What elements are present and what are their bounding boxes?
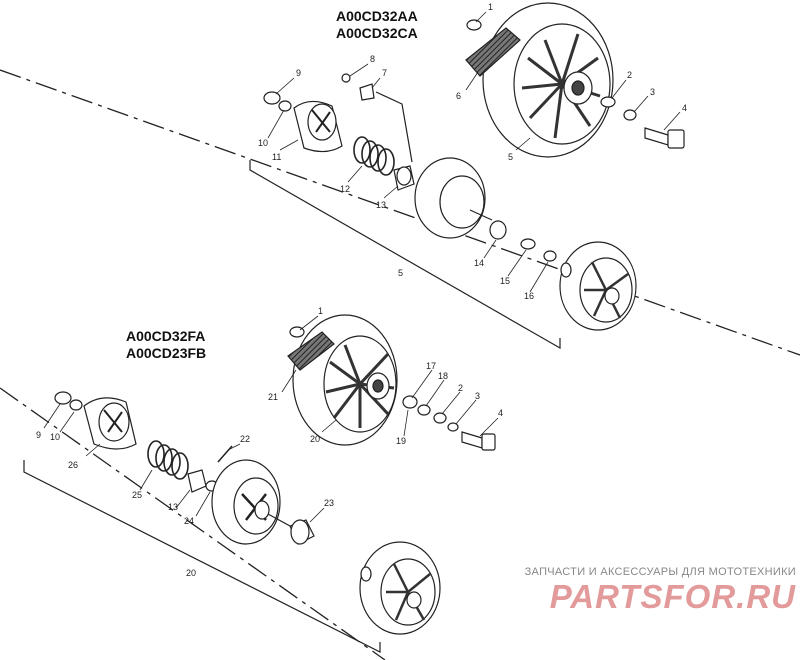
callout-top-assembly-5: 5 bbox=[398, 268, 403, 278]
callout-top-11: 11 bbox=[272, 152, 281, 162]
center-line-top bbox=[0, 69, 800, 356]
model-code-a00cd23fb: A00CD23FB bbox=[126, 345, 207, 361]
callout-top-13: 13 bbox=[376, 200, 386, 210]
callout-bottom-3: 3 bbox=[475, 391, 480, 401]
leader-lines bbox=[43, 11, 681, 523]
model-label-bottom: A00CD32FA A00CD23FB bbox=[126, 328, 206, 362]
callout-bottom-2: 2 bbox=[458, 383, 463, 393]
model-code-a00cd32fa: A00CD32FA bbox=[126, 328, 206, 344]
callout-bottom-24: 24 bbox=[184, 516, 194, 526]
callout-top-12: 12 bbox=[340, 184, 350, 194]
callouts-top: 1 2 3 4 5 6 7 8 9 10 11 12 13 14 15 16 5 bbox=[258, 2, 687, 301]
watermark-logo: PARTSFOR.RU bbox=[549, 578, 796, 615]
callout-top-15: 15 bbox=[500, 276, 510, 286]
callout-top-6: 6 bbox=[456, 91, 461, 101]
callout-top-8: 8 bbox=[370, 54, 375, 64]
callout-bottom-assembly-20: 20 bbox=[186, 568, 196, 578]
callout-bottom-18: 18 bbox=[438, 371, 448, 381]
top-assembly bbox=[249, 2, 685, 350]
callout-top-10: 10 bbox=[258, 138, 268, 148]
model-code-a00cd32aa: A00CD32AA bbox=[336, 8, 418, 24]
callout-top-9: 9 bbox=[296, 68, 301, 78]
model-label-top: A00CD32AA A00CD32CA bbox=[336, 8, 418, 42]
callout-top-3: 3 bbox=[650, 87, 655, 97]
callouts-bottom: 1 17 18 2 3 4 19 20 21 9 10 26 25 13 24 … bbox=[36, 306, 503, 578]
callout-bottom-23: 23 bbox=[324, 498, 334, 508]
callout-bottom-17: 17 bbox=[426, 361, 436, 371]
callout-bottom-21: 21 bbox=[268, 392, 278, 402]
callout-bottom-1: 1 bbox=[318, 306, 323, 316]
callout-bottom-25: 25 bbox=[132, 490, 142, 500]
callout-bottom-20: 20 bbox=[310, 434, 320, 444]
callout-bottom-22: 22 bbox=[240, 434, 250, 444]
callout-top-7: 7 bbox=[382, 68, 387, 78]
callout-top-5: 5 bbox=[508, 152, 513, 162]
model-code-a00cd32ca: A00CD32CA bbox=[336, 25, 418, 41]
callout-top-16: 16 bbox=[524, 291, 534, 301]
callout-bottom-10: 10 bbox=[50, 432, 60, 442]
callout-top-14: 14 bbox=[474, 258, 484, 268]
center-line-bottom bbox=[0, 387, 386, 660]
bottom-assembly bbox=[23, 314, 496, 653]
callout-bottom-4: 4 bbox=[498, 408, 503, 418]
callout-bottom-13: 13 bbox=[168, 502, 178, 512]
callout-top-2: 2 bbox=[627, 70, 632, 80]
callout-top-4: 4 bbox=[682, 103, 687, 113]
callout-top-1: 1 bbox=[488, 2, 493, 12]
callout-bottom-26: 26 bbox=[68, 460, 78, 470]
callout-bottom-19: 19 bbox=[396, 436, 406, 446]
watermark-tagline: ЗАПЧАСТИ И АКСЕССУАРЫ ДЛЯ МОТОТЕХНИКИ bbox=[524, 566, 796, 578]
callout-bottom-9: 9 bbox=[36, 430, 41, 440]
